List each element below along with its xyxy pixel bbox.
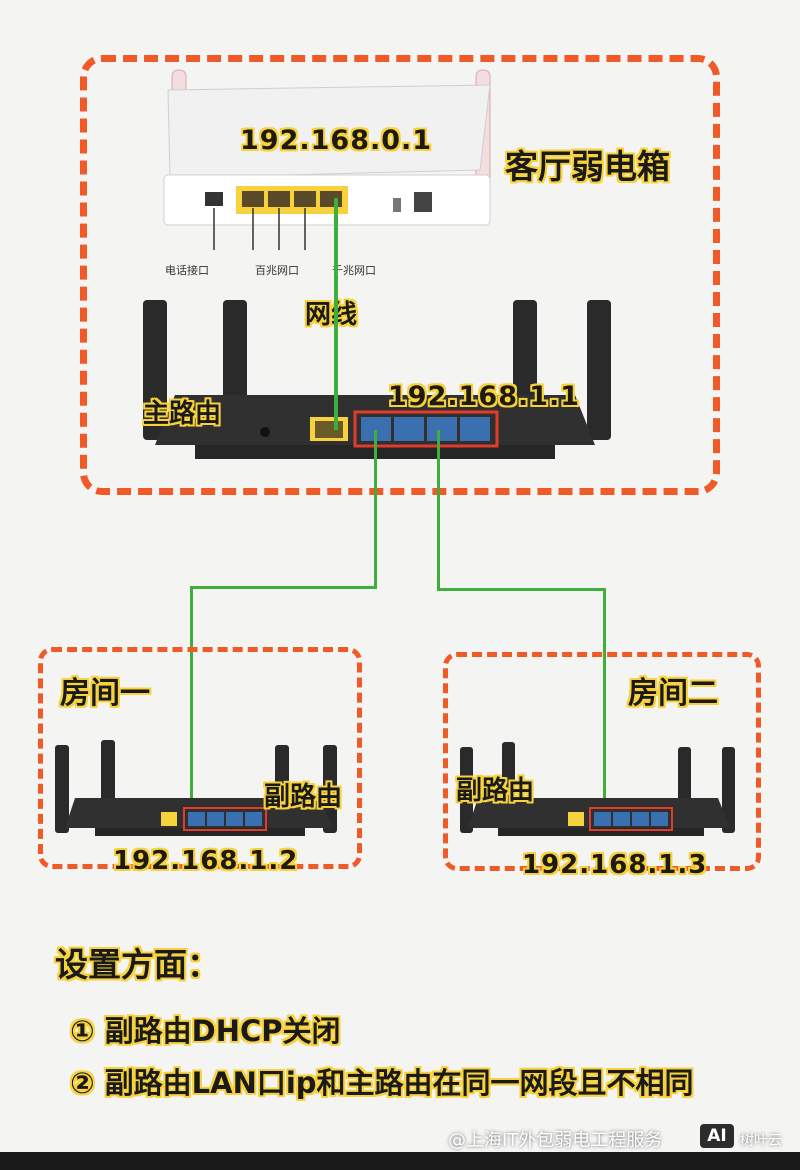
bottom-bar bbox=[0, 1152, 800, 1170]
wire-modem-to-main bbox=[334, 198, 338, 430]
main-router-antenna-4 bbox=[587, 300, 611, 440]
watermark-text: @上海IT外包弱电工程服务 bbox=[448, 1130, 663, 1151]
room2-router-antenna-4 bbox=[722, 747, 735, 833]
wire-main-to-room2-vertical bbox=[437, 430, 440, 590]
room1-label: 房间一 bbox=[60, 676, 150, 711]
modem-port-label-1000m: 千兆网口 bbox=[332, 264, 376, 277]
wire-room1-drop bbox=[190, 586, 193, 821]
room2-label: 房间二 bbox=[628, 676, 718, 711]
living-room-label: 客厅弱电箱 bbox=[505, 147, 670, 186]
room1-ip: 192.168.1.2 bbox=[113, 846, 299, 876]
ai-badge: AI bbox=[700, 1124, 734, 1148]
main-router-antenna-2 bbox=[223, 300, 247, 425]
wire-room2-horizontal bbox=[437, 588, 605, 591]
settings-item-1: ① 副路由DHCP关闭 bbox=[70, 1014, 341, 1048]
modem-port-label-phone: 电话接口 bbox=[165, 264, 209, 277]
cable-label: 网线 bbox=[305, 300, 358, 330]
wire-room2-drop bbox=[603, 588, 606, 821]
modem-usb-port bbox=[393, 198, 401, 212]
room1-router-label: 副路由 bbox=[264, 782, 343, 812]
main-router-antenna-1 bbox=[143, 300, 167, 440]
modem-power-port bbox=[414, 192, 432, 212]
room2-router bbox=[460, 742, 735, 836]
room1-box bbox=[38, 647, 362, 869]
living-room-box bbox=[80, 55, 720, 495]
room2-ip: 192.168.1.3 bbox=[522, 850, 708, 880]
room2-router-antenna-1 bbox=[460, 747, 473, 833]
room1-router-antenna-2 bbox=[101, 740, 115, 816]
modem-port-label-100m: 百兆网口 bbox=[255, 264, 299, 277]
modem-ip: 192.168.0.1 bbox=[240, 125, 433, 156]
room2-router-label: 副路由 bbox=[456, 776, 535, 806]
room2-router-antenna-2 bbox=[502, 742, 515, 816]
watermark-brand: 树叶云 bbox=[740, 1133, 782, 1149]
settings-item-2: ② 副路由LAN口ip和主路由在同一网段且不相同 bbox=[70, 1066, 694, 1100]
modem-phone-port bbox=[205, 192, 223, 206]
main-router-ip: 192.168.1.1 bbox=[388, 381, 581, 412]
room2-box bbox=[443, 652, 761, 871]
optical-modem bbox=[163, 69, 491, 250]
room1-router-antenna-1 bbox=[55, 745, 69, 833]
main-router-antenna-3 bbox=[513, 300, 537, 425]
wire-room1-horizontal bbox=[190, 586, 377, 589]
room1-router bbox=[55, 740, 337, 836]
main-router-lan-highlight bbox=[353, 410, 499, 448]
main-router bbox=[143, 300, 611, 459]
main-router-label: 主路由 bbox=[143, 399, 222, 429]
settings-title: 设置方面： bbox=[55, 945, 220, 984]
wire-main-to-room1-vertical bbox=[374, 430, 377, 588]
modem-top bbox=[167, 84, 491, 179]
room1-router-antenna-4 bbox=[323, 745, 337, 833]
